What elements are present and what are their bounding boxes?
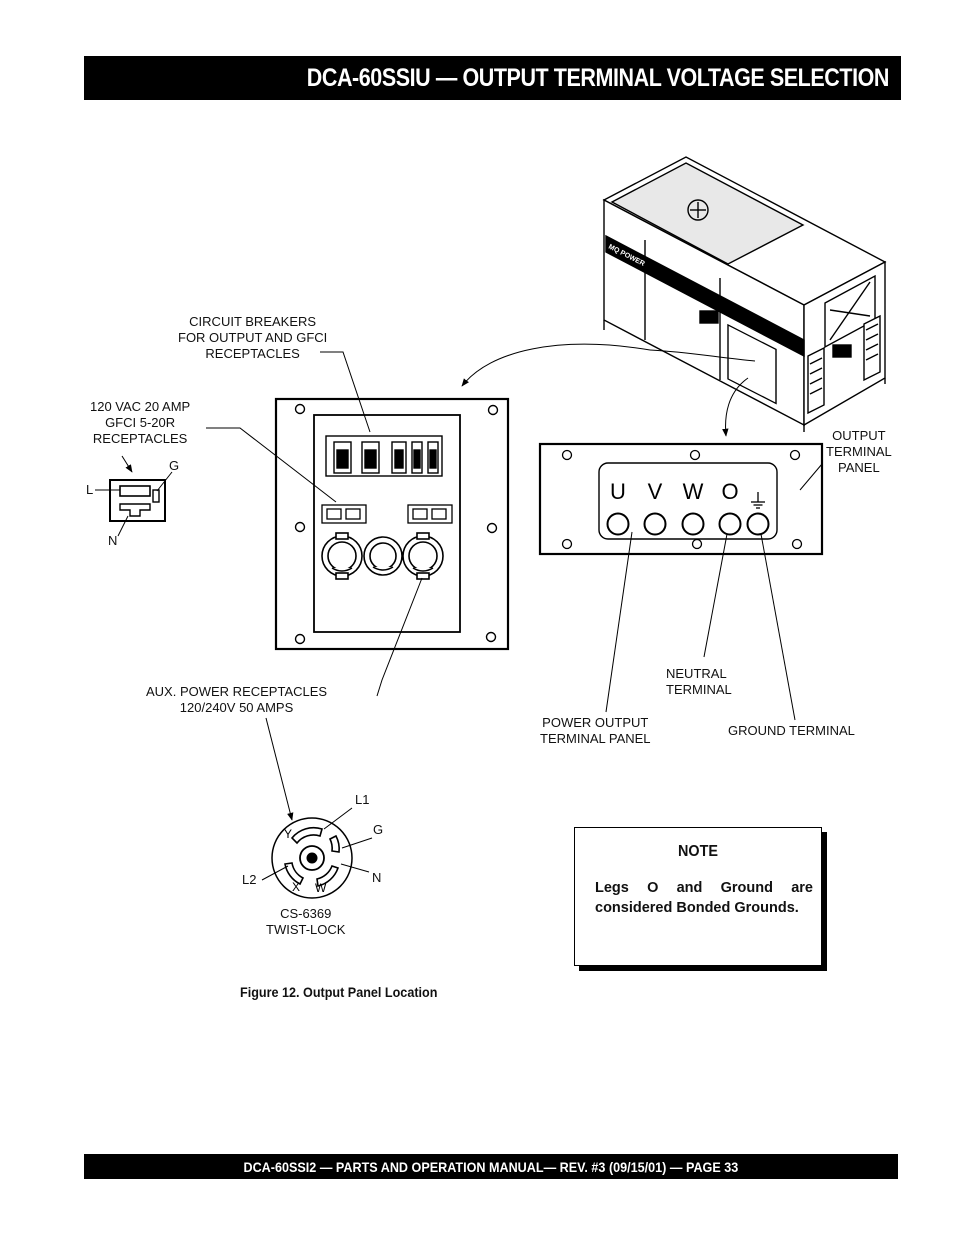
output-panel-mount-holes — [561, 449, 803, 550]
note-title: NOTE — [677, 843, 718, 860]
output-terminal-panel-label: OUTPUT TERMINAL PANEL — [826, 428, 892, 475]
twistlock-diagram — [271, 817, 353, 899]
twistlock-leaders — [261, 807, 373, 881]
output-terminal-panel — [538, 442, 824, 556]
twistlock-l2-label: L2 — [242, 872, 257, 887]
terminal-v-label: V — [648, 479, 663, 504]
terminal-leaders — [605, 463, 823, 721]
generator-illustration — [602, 156, 887, 432]
terminal-w-label: W — [683, 479, 704, 504]
twistlock-y-pin: Y — [284, 827, 292, 841]
gfci-pin-g-label: G — [169, 458, 180, 473]
neutral-terminal-label: NEUTRAL TERMINAL — [666, 666, 732, 697]
terminal-u-label: U — [610, 479, 626, 504]
gfci-pin-leaders — [95, 455, 173, 537]
twistlock-name-label: CS-6369 TWIST-LOCK — [266, 906, 346, 937]
aux-receptacles-label: AUX. POWER RECEPTACLES 120/240V 50 AMPS — [146, 684, 328, 715]
circuit-breakers — [325, 435, 443, 477]
gfci-pin-l-label: L — [86, 482, 94, 497]
page-title: DCA-60SSIU — OUTPUT TERMINAL VOLTAGE SEL… — [306, 63, 890, 92]
note-body: Legs O and Ground are considered Bonded … — [595, 880, 813, 916]
gfci-receptacles — [321, 504, 453, 524]
aux-twistlock-receptacles — [321, 532, 444, 580]
page-footer-bar: DCA-60SSI2 — PARTS AND OPERATION MANUAL—… — [84, 1154, 898, 1179]
power-output-panel-label: POWER OUTPUT TERMINAL PANEL — [540, 715, 651, 746]
twistlock-l1-label: L1 — [355, 792, 370, 807]
page-title-bar: DCA-60SSIU — OUTPUT TERMINAL VOLTAGE SEL… — [84, 56, 901, 100]
panel-mount-holes — [294, 403, 499, 645]
terminal-o-label: O — [721, 479, 738, 504]
gfci-pin-diagram — [109, 479, 166, 522]
ground-symbol — [751, 492, 765, 509]
output-terminals — [606, 512, 770, 536]
twistlock-g-label: G — [373, 822, 384, 837]
twistlock-n-label: N — [372, 870, 382, 885]
page-footer: DCA-60SSI2 — PARTS AND OPERATION MANUAL—… — [243, 1158, 739, 1175]
note-box: NOTE Legs O and Ground are considered Bo… — [574, 827, 822, 966]
twistlock-x-pin: X — [292, 880, 300, 894]
panel-leaders — [206, 343, 756, 821]
circuit-breakers-label: CIRCUIT BREAKERS FOR OUTPUT AND GFCI REC… — [178, 314, 328, 361]
twistlock-w-pin: W — [315, 881, 327, 895]
gfci-receptacles-label: 120 VAC 20 AMP GFCI 5-20R RECEPTACLES — [90, 399, 191, 446]
ground-terminal-label: GROUND TERMINAL — [728, 723, 855, 738]
gfci-pin-n-label: N — [108, 533, 118, 548]
figure-caption: Figure 12. Output Panel Location — [240, 984, 438, 1000]
